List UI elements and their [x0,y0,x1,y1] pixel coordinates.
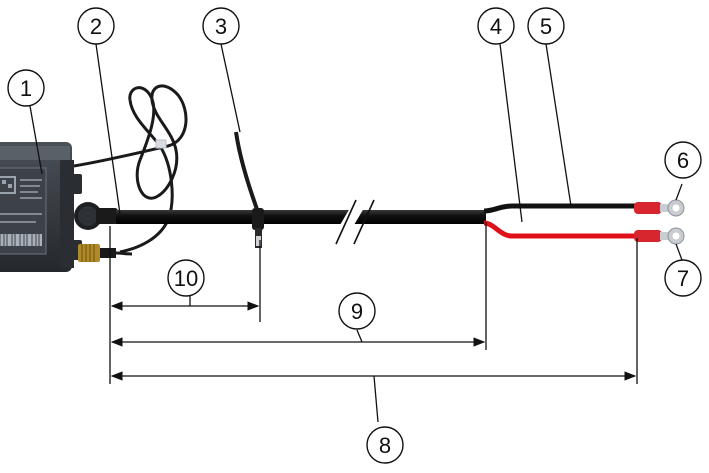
callout-circle [366,426,404,464]
callout-9: 9 [338,292,376,330]
fuse-holder-lead [234,131,264,248]
callout-number: 7 [677,266,689,291]
cable-break-icon [330,199,375,245]
antenna-cable [73,84,188,254]
callout-number: 5 [540,14,552,39]
callout-8: 8 [366,426,404,464]
ring-terminal-icon [634,199,685,217]
callout-leaders [29,43,683,423]
callout-number: 3 [215,14,227,39]
main-cable [116,210,486,224]
callout-number: 8 [379,433,391,458]
callout-3: 3 [202,7,240,45]
callout-number: 1 [20,76,32,101]
dimension-lines [109,222,638,384]
callout-number: 9 [351,299,363,324]
callout-6: 6 [664,141,702,179]
callout-number: 6 [677,148,689,173]
callout-markers: 1 2 3 4 5 6 7 8 9 10 [7,7,702,464]
callout-number: 10 [174,266,198,291]
power-connector-gland [74,202,118,230]
callout-circle [77,7,115,45]
callout-5: 5 [527,7,565,45]
callout-circle [664,141,702,179]
callout-2: 2 [77,7,115,45]
callout-circle [7,69,45,107]
antenna-connector-icon [78,244,133,262]
callout-circle [527,7,565,45]
gps-tracker-unit-icon [0,142,82,272]
wire-split [483,203,644,239]
callout-7: 7 [664,259,702,297]
callout-number: 2 [90,14,102,39]
callout-number: 4 [490,14,502,39]
callout-circle [338,292,376,330]
callout-circle [477,7,515,45]
callout-4: 4 [477,7,515,45]
callout-circle [167,259,205,297]
ring-terminal-icon [634,227,685,245]
callout-circle [202,7,240,45]
callout-1: 1 [7,69,45,107]
callout-circle [664,259,702,297]
callout-10: 10 [167,259,205,297]
